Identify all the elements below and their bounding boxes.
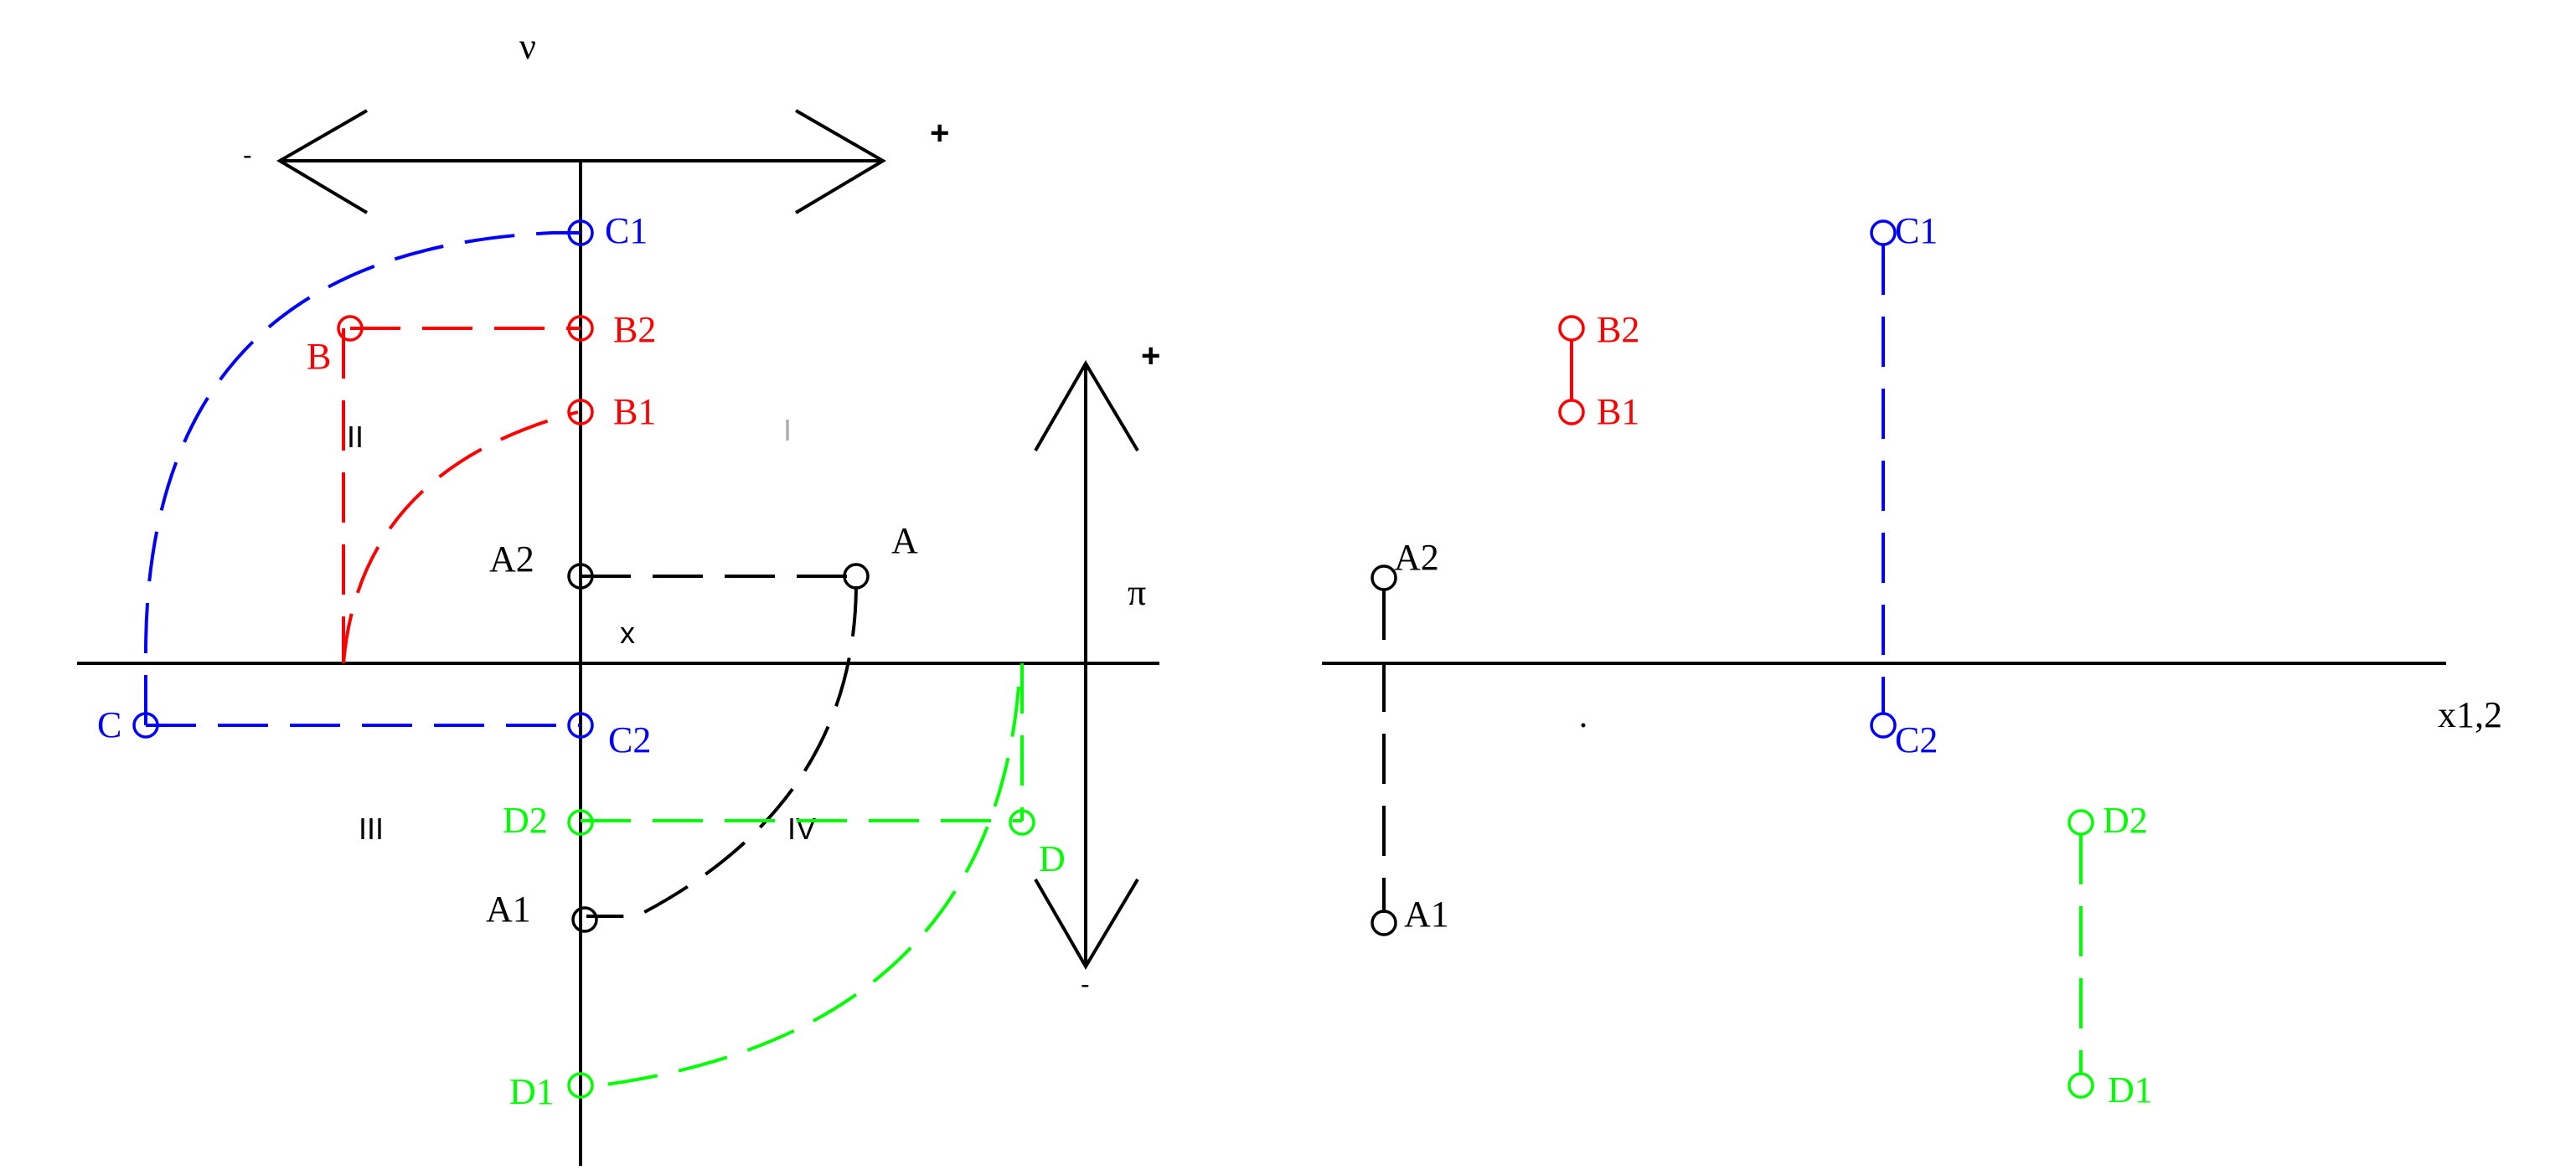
point-a-construction: A A2 A1	[486, 520, 918, 933]
quadrant-label-IV: IV	[787, 812, 816, 846]
point-c1-marker	[567, 219, 594, 246]
right-b1-label: B1	[1597, 391, 1639, 432]
right-d1-marker	[2068, 1072, 2094, 1099]
point-d2-label: D2	[503, 800, 548, 841]
quadrant-label-I: I	[783, 413, 792, 447]
right-d2-label: D2	[2103, 800, 2148, 841]
point-d-construction: D D2 D1	[503, 663, 1066, 1112]
point-c2-marker	[567, 712, 594, 739]
point-a2-marker	[567, 563, 594, 590]
right-b2-marker	[1558, 315, 1585, 342]
point-a1-label: A1	[486, 889, 531, 930]
point-d1-marker	[567, 1072, 594, 1099]
point-a2-label: A2	[489, 539, 534, 580]
nu-label: ν	[519, 26, 536, 67]
point-a-label: A	[891, 520, 918, 561]
point-a-marker	[843, 563, 870, 590]
point-b-construction: B B2 B1	[307, 309, 656, 664]
right-c2-label: C2	[1895, 719, 1938, 760]
point-a1-marker	[571, 906, 598, 933]
right-a2-marker	[1371, 564, 1397, 591]
quadrant-label-II: II	[347, 420, 364, 454]
right-diagram: x1,2 A2 A1 B2 B1 C1 C2	[1322, 210, 2502, 1111]
point-b2-label: B2	[613, 309, 656, 350]
x-axis-label: x	[620, 616, 635, 650]
point-c-construction: C C1 C2	[97, 210, 651, 760]
point-d1-label: D1	[509, 1071, 555, 1112]
right-point-a: A2 A1	[1371, 537, 1449, 936]
left-diagram: ν - + π + - x I II III IV A A2 A1	[77, 26, 1160, 1166]
point-d2-marker	[567, 809, 594, 836]
nu-minus-sign: -	[243, 140, 252, 170]
point-c-marker	[132, 712, 159, 739]
right-d1-label: D1	[2108, 1069, 2153, 1111]
right-b2-label: B2	[1597, 309, 1639, 350]
point-c1-label: C1	[605, 210, 648, 251]
nu-plus-sign: +	[930, 115, 949, 152]
point-c2-label: C2	[608, 719, 651, 760]
point-b1-label: B1	[613, 391, 656, 432]
right-b1-marker	[1558, 399, 1585, 425]
right-point-d: D2 D1	[2068, 800, 2153, 1111]
pi-double-arrow	[1034, 360, 1139, 970]
right-c2-marker	[1870, 712, 1897, 739]
pi-plus-sign: +	[1141, 338, 1160, 374]
point-b-marker	[337, 315, 364, 342]
nu-double-arrow	[276, 109, 886, 214]
right-point-b: B2 B1	[1558, 309, 1639, 432]
right-a1-marker	[1371, 910, 1397, 936]
right-a2-label: A2	[1394, 537, 1439, 578]
point-b1-marker	[567, 399, 594, 425]
right-a1-label: A1	[1404, 894, 1449, 935]
right-c1-label: C1	[1895, 210, 1938, 251]
stray-dot	[1581, 723, 1586, 728]
right-point-c: C1 C2	[1870, 210, 1938, 760]
right-d2-marker	[2068, 809, 2094, 836]
right-c1-marker	[1870, 219, 1897, 246]
point-b-label: B	[307, 336, 331, 377]
point-d-label: D	[1039, 838, 1066, 879]
point-c-label: C	[97, 704, 121, 745]
right-axis-label: x1,2	[2438, 694, 2502, 735]
pi-minus-sign: -	[1081, 969, 1090, 999]
quadrant-label-III: III	[359, 812, 384, 846]
pi-label: π	[1128, 572, 1146, 613]
point-b2-marker	[567, 315, 594, 342]
point-d-marker	[1009, 809, 1035, 836]
